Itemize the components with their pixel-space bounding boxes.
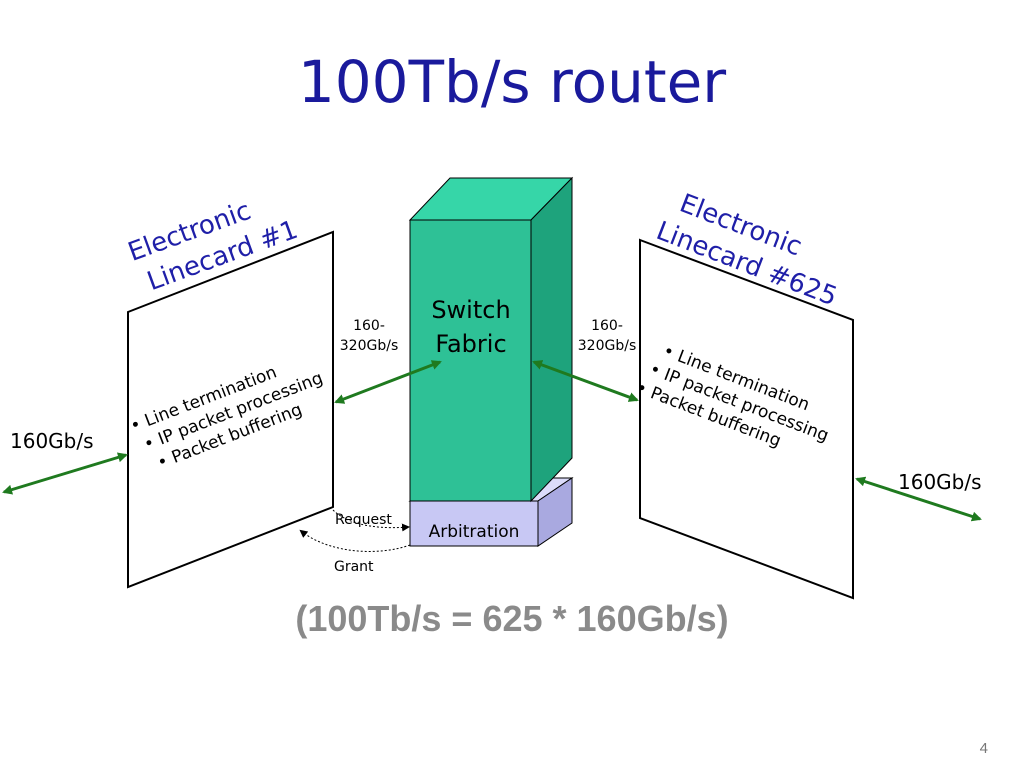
- linecard-right-panel: [639, 238, 854, 600]
- rate-right-fabric-line1: 160-: [591, 318, 623, 334]
- rate-left-external: 160Gb/s: [10, 429, 94, 453]
- rate-right-external: 160Gb/s: [898, 470, 982, 494]
- arbitration-label: Arbitration: [429, 522, 520, 542]
- switch-fabric-label-line2: Fabric: [435, 330, 506, 358]
- switch-fabric-front: [409, 219, 532, 502]
- slide-title: 100Tb/s router: [297, 48, 727, 116]
- request-arrow: [332, 509, 410, 532]
- switch-fabric-label-line1: Switch: [431, 296, 510, 324]
- switch-fabric-side: [530, 176, 573, 503]
- arrow-left-external: [2, 452, 128, 495]
- equation: (100Tb/s = 625 * 160Gb/s): [295, 598, 729, 639]
- arrow-right-external: [855, 476, 982, 522]
- arrow-right-fabric: [532, 360, 639, 402]
- request-label: Request: [335, 512, 392, 528]
- rate-left-fabric-line1: 160-: [353, 318, 385, 334]
- rate-left-fabric-line2: 320Gb/s: [340, 338, 398, 354]
- arrow-left-fabric: [334, 360, 442, 404]
- page-number: 4: [979, 740, 988, 757]
- grant-label: Grant: [334, 559, 374, 575]
- grant-arrow: [299, 529, 411, 552]
- linecard-left-panel: [127, 230, 334, 589]
- rate-right-fabric-line2: 320Gb/s: [578, 338, 636, 354]
